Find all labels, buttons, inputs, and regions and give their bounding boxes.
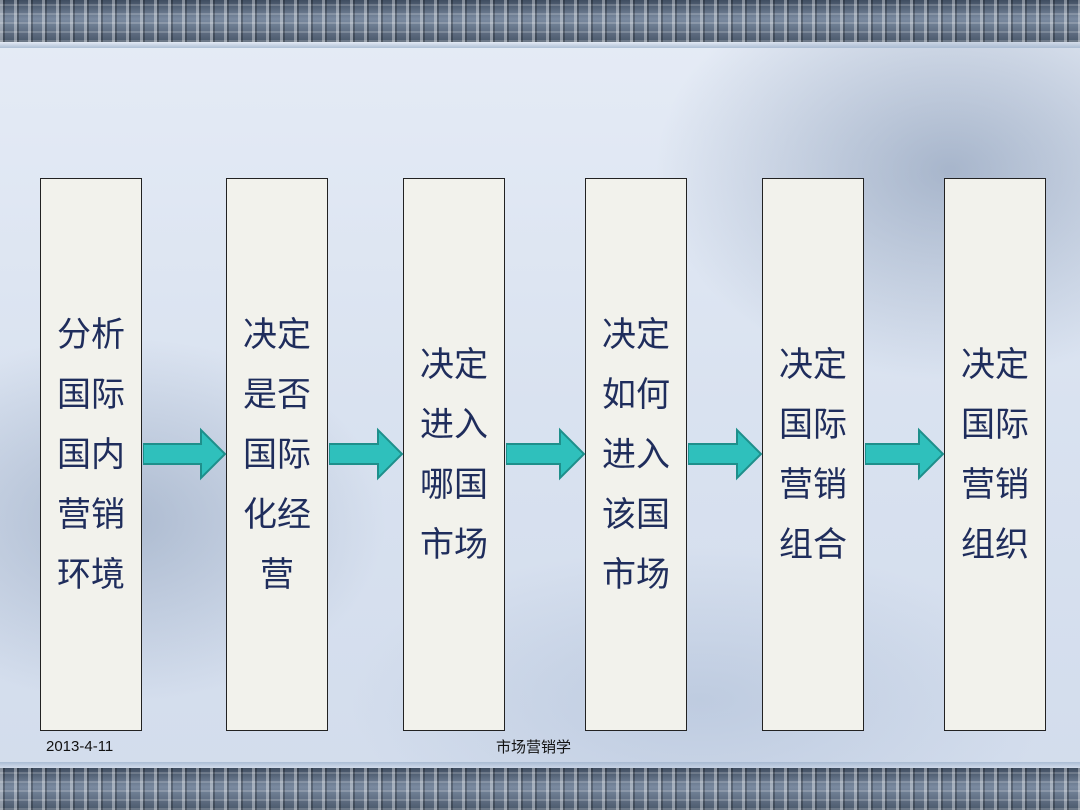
step-label-2: 决定是否国际化经营 <box>243 314 311 595</box>
arrow-right-icon <box>865 427 945 481</box>
step-box-6: 决定国际营销组织 <box>944 178 1046 731</box>
bottom-border-strip <box>0 768 1080 810</box>
arrow-right-icon <box>143 427 227 481</box>
step-box-1: 分析国际国内营销环境 <box>40 178 142 731</box>
arrow-right-icon <box>329 427 404 481</box>
step-label-4: 决定如何进入该国市场 <box>602 314 670 595</box>
step-label-3: 决定进入哪国市场 <box>420 344 488 565</box>
footer-course-title: 市场营销学 <box>496 738 572 756</box>
step-label-6: 决定国际营销组织 <box>961 344 1029 565</box>
arrow-right-icon <box>506 427 586 481</box>
step-box-5: 决定国际营销组合 <box>762 178 864 731</box>
top-border-strip <box>0 0 1080 48</box>
arrow-right-icon <box>688 427 763 481</box>
step-label-1: 分析国际国内营销环境 <box>57 314 125 595</box>
step-box-4: 决定如何进入该国市场 <box>585 178 687 731</box>
step-box-2: 决定是否国际化经营 <box>226 178 328 731</box>
step-label-5: 决定国际营销组合 <box>779 344 847 565</box>
footer-date: 2013-4-11 <box>46 738 114 755</box>
step-box-3: 决定进入哪国市场 <box>403 178 505 731</box>
